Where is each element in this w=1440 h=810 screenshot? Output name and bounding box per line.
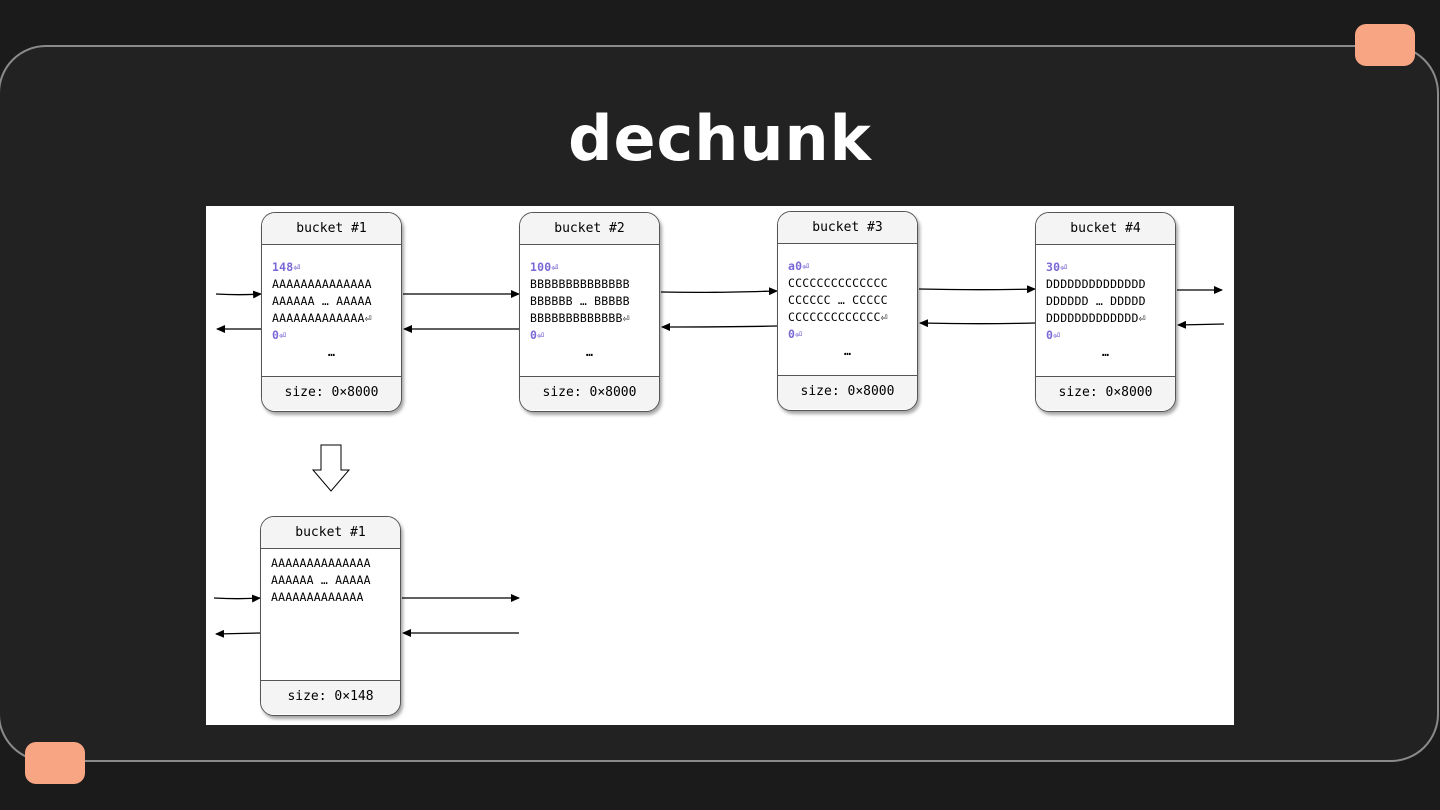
arrow-bucket-3-to-4 xyxy=(918,285,1036,294)
bucket-1: bucket #1 148⏎ AAAAAAAAAAAAAA AAAAAA … A… xyxy=(261,212,402,412)
slide-title: dechunk xyxy=(568,102,872,175)
diagram-canvas: bucket #1 148⏎ AAAAAAAAAAAAAA AAAAAA … A… xyxy=(206,206,1234,725)
bucket-size: size: 0×8000 xyxy=(520,376,659,410)
transform-down-arrow xyxy=(311,444,351,492)
bucket-size: size: 0×8000 xyxy=(1036,376,1175,410)
bucket-header: bucket #4 xyxy=(1036,213,1175,245)
data-line: CCCCCC … CCCCC xyxy=(788,293,888,307)
chunk-length-line: 30⏎ xyxy=(1046,260,1068,274)
result-bucket-1: bucket #1 AAAAAAAAAAAAAA AAAAAA … AAAAA … xyxy=(260,516,401,716)
bucket-header: bucket #1 xyxy=(261,517,400,549)
bucket-content: 148⏎ AAAAAAAAAAAAAA AAAAAA … AAAAA AAAAA… xyxy=(262,245,401,376)
bucket-content: AAAAAAAAAAAAAA AAAAAA … AAAAA AAAAAAAAAA… xyxy=(261,549,400,680)
bucket-4: bucket #4 30⏎ DDDDDDDDDDDDDD DDDDDD … DD… xyxy=(1035,212,1176,412)
arrow-in-bucket-1 xyxy=(215,290,262,299)
data-line: DDDDDD … DDDDD xyxy=(1046,294,1146,308)
data-line: CCCCCCCCCCCCCC xyxy=(788,276,888,290)
continuation-ellipsis: … xyxy=(585,345,594,359)
data-line: AAAAAA … AAAAA xyxy=(271,573,371,587)
arrow-back-in-bucket-4 xyxy=(1177,320,1225,329)
bucket-2: bucket #2 100⏎ BBBBBBBBBBBBBB BBBBBB … B… xyxy=(519,212,660,412)
arrow-in-result-bucket xyxy=(213,594,261,603)
data-line: AAAAAAAAAAAAA⏎ xyxy=(272,311,372,325)
chunk-length-line: 148⏎ xyxy=(272,260,301,274)
data-line: AAAAAA … AAAAA xyxy=(272,294,372,308)
data-line: AAAAAAAAAAAAAA xyxy=(272,277,372,291)
bucket-content: 30⏎ DDDDDDDDDDDDDD DDDDDD … DDDDD DDDDDD… xyxy=(1036,245,1175,376)
continuation-ellipsis: … xyxy=(843,344,852,358)
corner-accent-top-right xyxy=(1355,24,1415,66)
chunk-terminator: 0⏎ xyxy=(272,328,287,342)
chunk-terminator: 0⏎ xyxy=(1046,328,1061,342)
data-line: DDDDDDDDDDDDDD xyxy=(1046,277,1146,291)
chunk-length-line: 100⏎ xyxy=(530,260,559,274)
arrow-back-result-bucket xyxy=(215,629,261,638)
data-line: BBBBBB … BBBBB xyxy=(530,294,630,308)
bucket-size: size: 0×8000 xyxy=(262,376,401,410)
bucket-3: bucket #3 a0⏎ CCCCCCCCCCCCCC CCCCCC … CC… xyxy=(777,211,918,411)
data-line: BBBBBBBBBBBBBB xyxy=(530,277,630,291)
continuation-ellipsis: … xyxy=(1101,345,1110,359)
arrow-back-bucket-3-to-2 xyxy=(661,322,778,331)
data-line: DDDDDDDDDDDDD⏎ xyxy=(1046,311,1146,325)
data-line: AAAAAAAAAAAAAA xyxy=(271,556,371,570)
bucket-header: bucket #3 xyxy=(778,212,917,244)
chunk-terminator: 0⏎ xyxy=(530,328,545,342)
corner-accent-bottom-left xyxy=(25,742,85,784)
chunk-length-line: a0⏎ xyxy=(788,259,810,273)
diagram-connectors xyxy=(213,285,1225,638)
data-line: BBBBBBBBBBBBB⏎ xyxy=(530,311,630,325)
bucket-header: bucket #2 xyxy=(520,213,659,245)
data-line: CCCCCCCCCCCCC⏎ xyxy=(788,310,888,324)
arrow-back-bucket-4-to-3 xyxy=(919,319,1036,328)
bucket-content: a0⏎ CCCCCCCCCCCCCC CCCCCC … CCCCC CCCCCC… xyxy=(778,244,917,375)
bucket-size: size: 0×148 xyxy=(261,680,400,714)
continuation-ellipsis: … xyxy=(327,345,336,359)
arrow-bucket-2-to-3 xyxy=(660,287,778,296)
data-line: AAAAAAAAAAAAA xyxy=(271,590,364,604)
bucket-content: 100⏎ BBBBBBBBBBBBBB BBBBBB … BBBBB BBBBB… xyxy=(520,245,659,376)
chunk-terminator: 0⏎ xyxy=(788,327,803,341)
bucket-size: size: 0×8000 xyxy=(778,375,917,409)
bucket-header: bucket #1 xyxy=(262,213,401,245)
